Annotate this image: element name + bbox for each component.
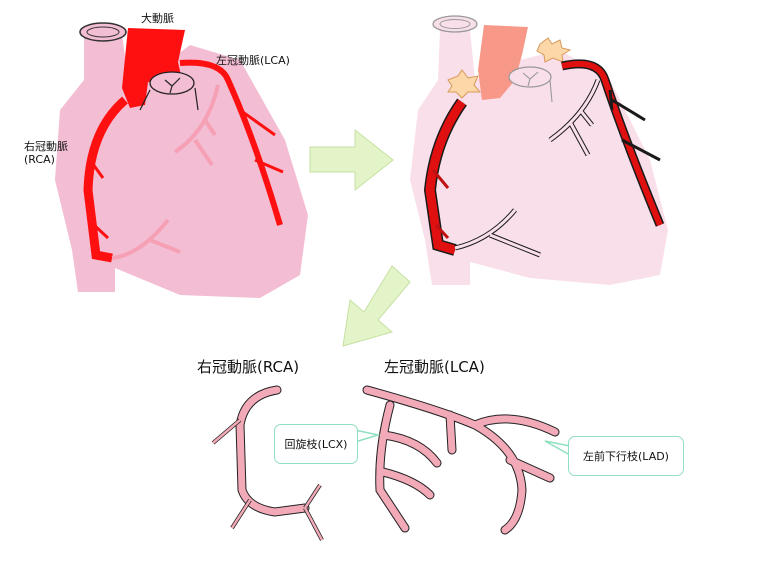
lad-callout: 左前下行枝(LAD) bbox=[568, 436, 684, 476]
lca-diagram bbox=[362, 385, 560, 535]
lad-callout-tail bbox=[544, 440, 571, 456]
aorta bbox=[122, 28, 185, 108]
lcx-callout: 回旋枝(LCX) bbox=[274, 424, 358, 464]
heart-body-diseased bbox=[410, 30, 668, 285]
lca-top-label: 左冠動脈(LCA) bbox=[216, 54, 290, 67]
down-left-arrow bbox=[342, 265, 411, 347]
right-arrow bbox=[309, 128, 394, 192]
plaque-icon bbox=[447, 69, 482, 99]
lcx-callout-tail bbox=[354, 429, 381, 443]
plaque-icon bbox=[536, 37, 572, 63]
faded-branch bbox=[111, 84, 220, 260]
aorta-diseased bbox=[478, 25, 528, 100]
rca-bottom-label: 右冠動脈(RCA) bbox=[197, 358, 300, 376]
aorta-label: 大動脈 bbox=[141, 12, 174, 25]
pulmonary-valve bbox=[149, 71, 195, 95]
lca-bottom-label: 左冠動脈(LCA) bbox=[384, 358, 485, 376]
rca-top-label-abbr: (RCA) bbox=[24, 153, 55, 166]
diseased-heart bbox=[410, 15, 668, 285]
rca-top-label: 右冠動脈 bbox=[24, 140, 68, 153]
rca-vessel bbox=[83, 96, 129, 263]
rca-diagram bbox=[211, 385, 324, 541]
normal-heart bbox=[55, 22, 308, 298]
lca-vessel bbox=[179, 59, 283, 226]
vena-cava-opening bbox=[79, 22, 127, 42]
